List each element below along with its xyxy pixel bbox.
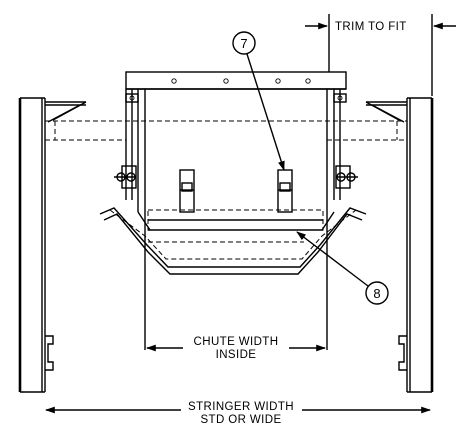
stringer-width-label: STRINGER WIDTH: [188, 401, 294, 413]
trim-to-fit-label: TRIM TO FIT: [335, 21, 407, 33]
right-clamp-bracket: [277, 169, 293, 213]
hidden-lines: [45, 120, 407, 243]
callout-7: 7: [232, 31, 285, 171]
left-side-plate: [114, 89, 151, 350]
chute-width-label: CHUTE WIDTH: [194, 336, 279, 348]
top-cover: [125, 71, 347, 90]
left-knee-brace: [45, 101, 87, 123]
right-knee-brace: [365, 101, 407, 123]
right-stringer: [398, 97, 434, 393]
stringer-width-dimension: STRINGER WIDTH STD OR WIDE: [45, 401, 431, 426]
chute-width-dimension: CHUTE WIDTH INSIDE: [146, 336, 326, 361]
right-side-plate: [321, 89, 358, 350]
left-clamp-bracket: [179, 169, 195, 213]
trim-to-fit-dimension: TRIM TO FIT: [305, 14, 456, 96]
callout-7-number: 7: [240, 36, 247, 51]
stringer-width-sublabel: STD OR WIDE: [200, 414, 281, 426]
callout-8-number: 8: [373, 286, 380, 301]
belt-plate: [147, 209, 324, 231]
chute-width-sublabel: INSIDE: [216, 349, 257, 361]
left-stringer: [18, 97, 54, 393]
troughed-belt: [99, 207, 367, 275]
callout-8: 8: [296, 231, 389, 305]
